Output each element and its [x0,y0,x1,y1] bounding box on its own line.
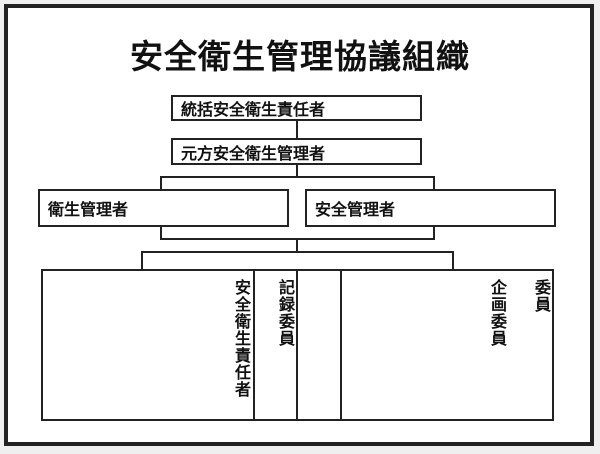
diagram-title: 安全衛生管理協議組織 [130,37,470,76]
general-safety-health-officer-box: 統括安全衛生責任者 [171,95,422,121]
safety-manager-box: 安全管理者 [305,189,556,227]
connector [141,251,454,253]
connector [296,165,298,177]
divider [340,269,342,421]
divider [253,269,255,421]
connector [160,227,162,239]
connector [160,176,435,178]
connector [452,251,454,269]
connector [160,176,162,189]
connector [296,238,298,252]
recording-member-label: 記録委員 [276,279,295,347]
planning-member-label: 企画委員 [488,279,507,347]
member-label: 委員 [532,279,551,313]
connector [433,176,435,189]
connector [296,121,298,138]
safety-health-officer-label: 安全衛生責任者 [232,279,251,398]
connector [141,251,143,269]
prime-manager-box: 元方安全衛生管理者 [171,138,422,165]
health-manager-box: 衛生管理者 [38,189,289,227]
divider [296,269,298,421]
connector [433,227,435,239]
